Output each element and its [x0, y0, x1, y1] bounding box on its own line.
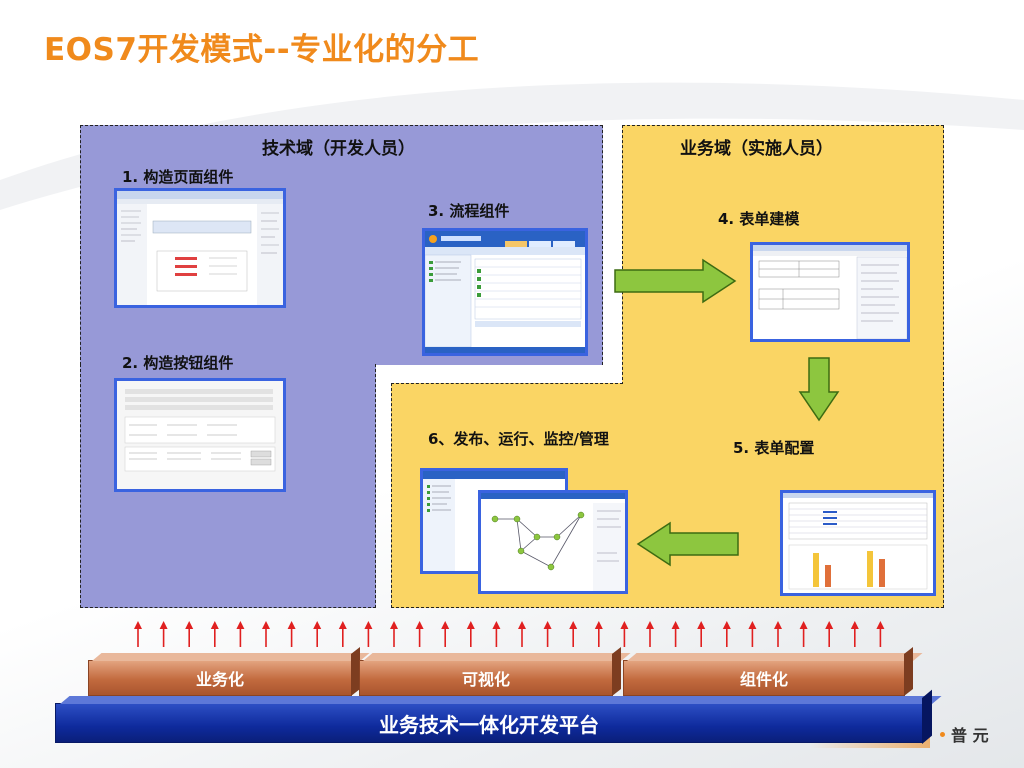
red-up-arrow-icon — [876, 621, 885, 647]
red-up-arrow-icon — [313, 621, 322, 647]
step-4-label: 4. 表单建模 — [718, 210, 800, 228]
page-component-screenshot — [114, 188, 286, 308]
red-up-arrow-icon — [492, 621, 501, 647]
red-up-arrow-icon — [338, 621, 347, 647]
bar-visual-label: 可视化 — [461, 670, 510, 689]
red-up-arrow-icon — [569, 621, 578, 647]
red-up-arrow-icon — [543, 621, 552, 647]
red-up-arrow-icon — [415, 621, 424, 647]
step-6-label: 6、发布、运行、监控/管理 — [428, 430, 609, 448]
arrow-right-icon — [614, 258, 737, 304]
publish-monitor-screenshot-front — [478, 490, 628, 594]
tech-domain-fill — [81, 360, 375, 368]
red-up-arrow-icon — [364, 621, 373, 647]
red-up-arrow-icon — [722, 621, 731, 647]
red-up-arrow-icon — [825, 621, 834, 647]
form-modeling-screenshot — [750, 242, 910, 342]
red-up-arrow-icon — [620, 621, 629, 647]
biz-domain-notch-edge — [391, 383, 623, 384]
bar-visual: 可视化 — [359, 646, 631, 696]
bar-component-label: 组件化 — [739, 670, 788, 689]
red-up-arrow-icon — [210, 621, 219, 647]
red-up-arrow-icon — [287, 621, 296, 647]
step-5-label: 5. 表单配置 — [733, 439, 815, 457]
process-component-screenshot — [422, 228, 588, 356]
step-3-label: 3. 流程组件 — [428, 202, 510, 220]
platform-bar: 业务技术一体化开发平台 — [55, 689, 942, 744]
red-up-arrow-icon — [799, 621, 808, 647]
step-2-label: 2. 构造按钮组件 — [122, 354, 234, 372]
red-up-arrow-icon — [134, 621, 142, 647]
logo-dot-icon — [940, 731, 945, 737]
button-component-screenshot — [114, 378, 286, 492]
bar-component: 组件化 — [623, 646, 923, 696]
red-up-arrow-icon — [518, 621, 526, 647]
page-title: EOS7开发模式--专业化的分工 — [44, 32, 480, 68]
red-up-arrow-icon — [466, 621, 475, 647]
red-up-arrow-icon — [850, 621, 859, 647]
bar-business: 业务化 — [88, 646, 370, 696]
red-up-arrow-icon — [185, 621, 194, 647]
tech-domain-title: 技术域（开发人员） — [262, 139, 415, 159]
red-up-arrow-icon — [671, 621, 680, 647]
biz-domain-title: 业务域（实施人员） — [680, 139, 833, 159]
red-up-arrow-icon — [697, 621, 706, 647]
red-up-arrow-icon — [774, 621, 782, 647]
logo-text: 普 元 — [951, 726, 989, 745]
red-up-arrow-icon — [390, 621, 398, 647]
red-up-arrow-icon — [748, 621, 757, 647]
red-up-arrows-icon — [134, 621, 885, 647]
red-up-arrow-icon — [159, 621, 168, 647]
arrow-down-icon — [798, 357, 840, 422]
bar-business-label: 业务化 — [195, 670, 244, 689]
form-config-screenshot — [780, 490, 936, 596]
red-up-arrow-icon — [441, 621, 450, 647]
red-up-arrow-icon — [236, 621, 245, 647]
arrow-left-icon — [636, 521, 739, 567]
step-1-label: 1. 构造页面组件 — [122, 168, 234, 186]
red-up-arrow-icon — [646, 621, 654, 647]
biz-domain-fill — [622, 383, 943, 387]
red-up-arrow-icon — [262, 621, 270, 647]
platform-label: 业务技术一体化开发平台 — [379, 712, 599, 737]
red-up-arrow-icon — [594, 621, 603, 647]
primeton-logo: 普 元 — [940, 722, 989, 746]
